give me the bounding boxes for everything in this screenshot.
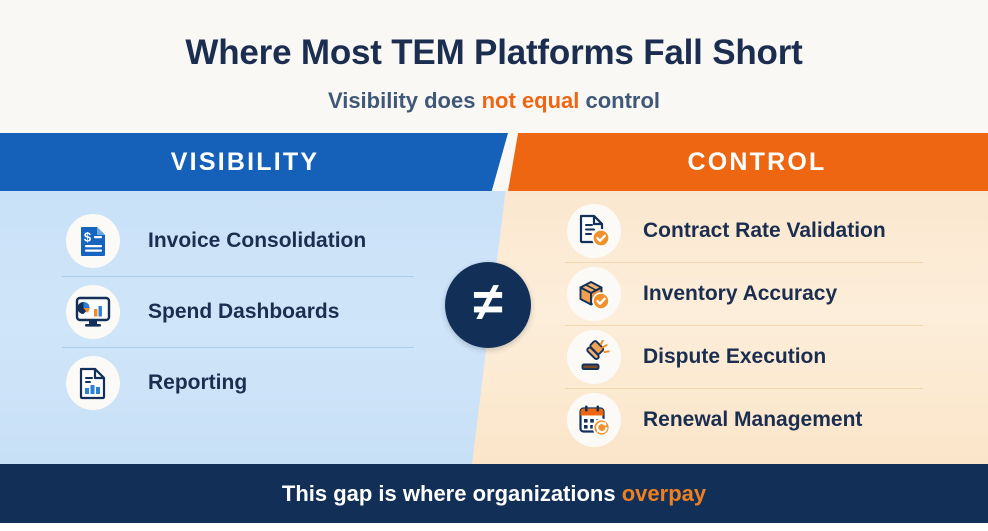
banner-zone: VISIBILITY CONTROL xyxy=(0,133,988,191)
visibility-list: $ Invoice Consolidation xyxy=(62,205,414,418)
list-item-label: Renewal Management xyxy=(643,408,863,431)
document-check-badge-icon xyxy=(567,203,621,258)
banner-control: CONTROL xyxy=(508,133,988,191)
list-item[interactable]: Dispute Execution xyxy=(565,325,923,388)
page-subtitle: Visibility does not equal control xyxy=(0,88,988,114)
list-item[interactable]: Renewal Management xyxy=(565,388,923,451)
invoice-dollar-document-icon: $ xyxy=(66,213,120,268)
list-item[interactable]: Inventory Accuracy xyxy=(565,262,923,325)
list-item[interactable]: $ Invoice Consolidation xyxy=(62,205,414,276)
list-item-label: Inventory Accuracy xyxy=(643,282,838,305)
list-item[interactable]: Spend Dashboards xyxy=(62,276,414,347)
header-zone: Where Most TEM Platforms Fall Short Visi… xyxy=(0,0,988,133)
footer-bar: This gap is where organizations overpay xyxy=(0,464,988,523)
footer-text: This gap is where organizations overpay xyxy=(282,481,706,507)
banner-visibility-label: VISIBILITY xyxy=(170,147,320,176)
svg-text:$: $ xyxy=(84,229,92,244)
banner-control-label: CONTROL xyxy=(687,147,827,176)
document-bar-chart-icon xyxy=(66,356,120,410)
page-title: Where Most TEM Platforms Fall Short xyxy=(185,33,803,72)
panels-zone: $ Invoice Consolidation xyxy=(0,191,988,464)
gavel-icon xyxy=(567,330,621,384)
list-item-label: Reporting xyxy=(148,371,248,394)
list-item-label: Dispute Execution xyxy=(643,345,827,368)
list-item-label: Spend Dashboards xyxy=(148,300,340,323)
footer-text-pre: This gap is where organizations xyxy=(281,480,622,506)
list-item[interactable]: Reporting xyxy=(62,347,414,418)
calendar-refresh-icon xyxy=(567,393,621,447)
subtitle-post: control xyxy=(579,88,661,113)
monitor-pie-chart-icon xyxy=(66,285,120,339)
control-panel xyxy=(472,191,988,464)
subtitle-pre: Visibility does xyxy=(327,88,482,113)
not-equal-badge: ≠ xyxy=(445,262,531,348)
list-item[interactable]: Contract Rate Validation xyxy=(565,199,923,262)
bottom-strip xyxy=(0,523,988,531)
control-list: Contract Rate Validation Inventory Accur… xyxy=(565,199,923,451)
banner-visibility: VISIBILITY xyxy=(0,133,508,191)
list-item-label: Contract Rate Validation xyxy=(643,218,886,242)
footer-text-accent: overpay xyxy=(621,480,707,506)
subtitle-accent: not equal xyxy=(481,88,580,113)
list-item-label: Invoice Consolidation xyxy=(148,228,367,252)
package-box-check-icon xyxy=(567,267,621,321)
not-equal-symbol: ≠ xyxy=(473,272,503,332)
